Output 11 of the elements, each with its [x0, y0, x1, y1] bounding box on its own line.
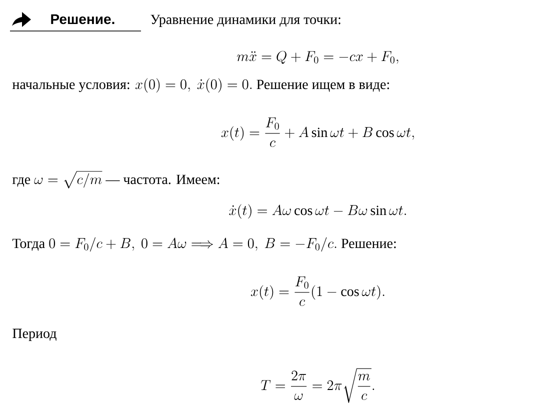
paragraph-line: начальные условия: $x(0) = 0,\ \dot{x}(0) = 0.$ Решение ищем в виде:: [12, 78, 389, 93]
paragraph-line: Период: [12, 328, 56, 341]
paragraph-line: Уравнение динамики для точки:: [150, 14, 340, 27]
paragraph-line: Тогда $0 = F_0/c + B,\ 0 = A\omega \Longrightarrow A = 0,\ B = -F_0/c.$ Решение:: [12, 237, 396, 252]
equation: $x(t) = \frac{F_0}{c} + A\sin\omega t + B\cos\omega t,$: [221, 117, 414, 147]
solution-heading: Решение.: [51, 14, 114, 24]
equation: $m\ddot{x} = Q + F_0 = -cx + F_0,$: [237, 50, 398, 64]
equation: $x(t) = \frac{F_0}{c}(1 - \cos\omega t).$: [250, 276, 384, 306]
equation: $T = \frac{2\pi}{\omega} = 2\pi\sqrt{\frac{m}{c}}.$: [260, 368, 374, 403]
equation: $\dot{x}(t) = A\omega\cos\omega t - B\omega\sin\omega t.$: [229, 204, 406, 219]
paragraph-line: где $\omega = \sqrt{c/m}$ — частота. Имеем:: [12, 171, 220, 188]
